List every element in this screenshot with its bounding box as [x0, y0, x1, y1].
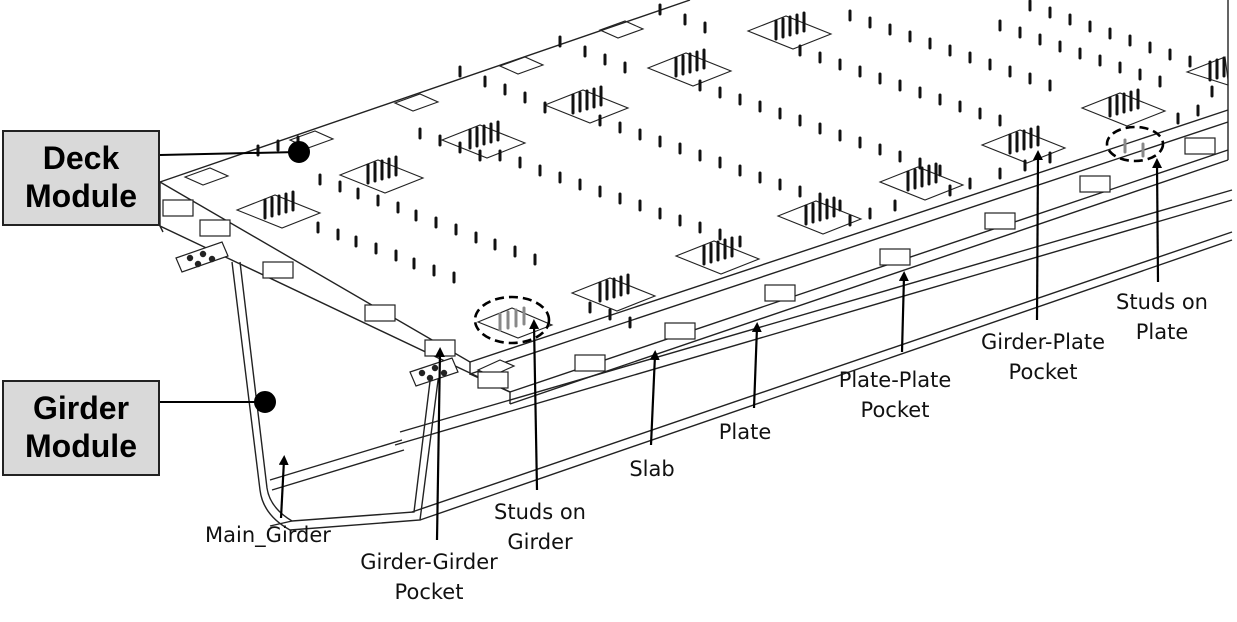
studs-on-girder-arrow: [529, 319, 540, 491]
girder-module-line2: Module: [25, 428, 137, 464]
deck-module-label: Deck Module: [2, 130, 160, 226]
girder-plate-pocket-line2: Pocket: [1008, 360, 1078, 384]
plate-plate-pocket-line1: Plate-Plate: [838, 368, 952, 392]
studs-on-girder-line1: Studs on: [494, 500, 586, 524]
studs-on-plate-circle: [1105, 125, 1165, 163]
deck-module-line2: Module: [25, 178, 137, 214]
studs-on-plate-highlight: [1123, 138, 1145, 158]
studs-on-girder-label: Studs on Girder: [494, 497, 586, 557]
deck-module-line1: Deck: [42, 140, 120, 176]
girder-module-label: Girder Module: [2, 380, 160, 476]
studs-on-plate-label: Studs on Plate: [1116, 287, 1208, 347]
plate-stud-rows: [256, 0, 1214, 329]
slab-label: Slab: [629, 454, 674, 484]
slab-arrow: [649, 350, 660, 446]
slab-line1: Slab: [629, 457, 675, 481]
girder-girder-pocket-arrow: [434, 347, 445, 541]
main-girder-label: Main_Girder: [205, 520, 331, 550]
girder-plate-pocket-line1: Girder-Plate: [980, 330, 1106, 354]
edge-pockets: [162, 137, 1216, 389]
girder-girder-pocket-label: Girder-Girder Pocket: [360, 547, 498, 607]
studs-on-plate-line2: Plate: [1135, 320, 1189, 344]
main-girder-line1: Main_Girder: [205, 523, 331, 547]
girder-module-line1: Girder: [32, 390, 130, 426]
plate-line1: Plate: [718, 420, 772, 444]
girder-plate-pocket-label: Girder-Plate Pocket: [981, 327, 1105, 387]
studs-on-girder-line2: Girder: [507, 530, 573, 554]
girder-girder-pocket-line1: Girder-Girder: [360, 550, 498, 574]
plate-plate-pocket-label: Plate-Plate Pocket: [839, 365, 952, 425]
plate-arrow: [751, 322, 762, 409]
module-leaders: [159, 141, 310, 413]
studs-on-girder-circle: [473, 295, 551, 345]
splice-plates: [175, 241, 459, 387]
callout-arrows: [278, 150, 1163, 541]
studs-on-plate-arrow: [1152, 158, 1163, 283]
plate-plate-pocket-arrow: [898, 271, 909, 353]
stud-groups: [263, 11, 1226, 303]
main-girder-arrow: [278, 455, 289, 519]
studs-on-girder-highlight: [498, 306, 526, 332]
girder-plate-pocket-arrow: [1032, 150, 1043, 321]
girder-girder-pocket-line2: Pocket: [394, 580, 464, 604]
studs-on-plate-line1: Studs on: [1116, 290, 1208, 314]
plate-plate-pocket-line2: Pocket: [860, 398, 930, 422]
top-pockets: [183, 15, 1229, 339]
plate-label: Plate: [719, 417, 772, 447]
